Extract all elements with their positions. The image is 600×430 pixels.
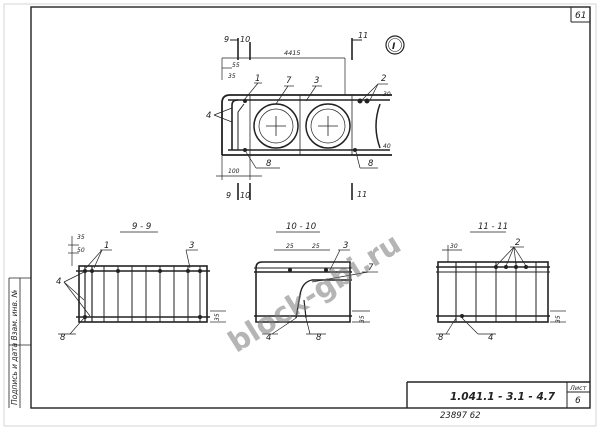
callout-label: 8: [316, 333, 322, 343]
callout-label: 7: [368, 263, 374, 273]
dim-label: 35: [359, 315, 366, 323]
callout-label: 4: [206, 111, 211, 121]
dim-label: 9: [226, 191, 231, 200]
callout-label: 8: [368, 159, 374, 169]
section-title: 10 - 10: [286, 222, 316, 232]
inner-frame: [30, 6, 591, 409]
sheet-label: Лист: [569, 384, 587, 392]
callout-label: 3: [314, 76, 319, 86]
callout-label: 2: [515, 238, 520, 248]
plan-view: I 9 10 11 4415 55 35: [206, 31, 405, 200]
dim-label: 35: [214, 313, 221, 321]
dim-label: 10: [240, 35, 250, 44]
dim-label: 100: [228, 168, 240, 175]
side-stamp-label: Подпись и дата Взам. инв. №: [10, 289, 19, 405]
dim-label: 25: [312, 243, 320, 250]
callout-label: 4: [266, 333, 271, 343]
dim-label: 30: [450, 243, 458, 250]
callout-label: 1: [104, 241, 109, 251]
callout-label: 3: [343, 241, 348, 251]
dim-label: 4415: [284, 49, 301, 57]
doc-code: 1.041.1 - 3.1 - 4.7: [450, 391, 556, 403]
dim-label: 35: [77, 234, 85, 241]
dim-label: 30: [383, 91, 391, 98]
dim-label: 11: [358, 31, 368, 40]
inventory-number: 23897 62: [440, 411, 481, 421]
dim-label: 35: [228, 73, 236, 80]
callout-label: 4: [488, 333, 493, 343]
callout-label: 4: [56, 277, 61, 287]
section-10-10: 10 - 10 25 25 35 3 7 4 8: [254, 222, 378, 343]
callout-label: 3: [189, 241, 194, 251]
dim-label: 9: [224, 35, 229, 44]
callout-label: 1: [255, 74, 260, 84]
callout-label: 7: [286, 76, 292, 86]
callout-label: 2: [381, 74, 386, 84]
dim-label: 25: [286, 243, 294, 250]
dim-label: 35: [555, 315, 562, 323]
section-11-11: 11 - 11 30 35 2 4 8: [436, 222, 566, 343]
page-number: 61: [575, 11, 586, 21]
section-title: 11 - 11: [478, 222, 508, 232]
callout-label: 8: [60, 333, 66, 343]
callout-label: 8: [438, 333, 444, 343]
section-9-9: 9 - 9 35 50 35 1: [56, 222, 226, 343]
marker-label: I: [392, 42, 396, 52]
dim-label: 50: [77, 247, 85, 254]
outer-frame: [3, 3, 597, 427]
sheet-number: 6: [575, 396, 581, 406]
callout-label: 8: [266, 159, 272, 169]
dim-label: 11: [357, 190, 367, 199]
dim-label: 55: [232, 62, 240, 69]
dim-label: 10: [240, 191, 250, 200]
section-title: 9 - 9: [132, 222, 151, 232]
dim-label: 40: [383, 143, 391, 150]
